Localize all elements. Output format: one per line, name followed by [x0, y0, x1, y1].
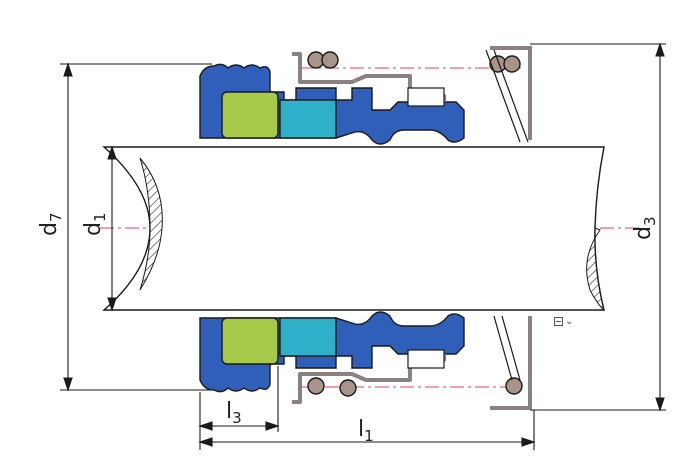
l1-arrow-left	[198, 437, 213, 447]
upper-spring-coil-4	[503, 55, 521, 73]
seal-upper-half	[199, 51, 521, 145]
upper-housing-bracket	[490, 46, 532, 140]
d3-arrow-bottom	[655, 397, 665, 412]
l3-arrow-left	[198, 421, 213, 431]
d3-label: d3	[631, 216, 659, 240]
upper-spring-wire-a	[485, 49, 521, 143]
l1-arrow-right	[521, 437, 536, 447]
l3-arrow-right	[265, 421, 280, 431]
seal-lower-half	[199, 311, 523, 404]
spring-housing	[485, 46, 532, 410]
l1-label: l1	[358, 417, 374, 445]
lower-spring-wire-b	[501, 315, 521, 381]
upper-face-ring	[279, 99, 337, 139]
d7-label: d7	[37, 212, 65, 236]
shaft-body	[102, 146, 605, 311]
upper-drive-pin	[407, 87, 445, 107]
image-options-icon	[554, 316, 563, 326]
d1-label: d1	[81, 212, 109, 236]
l3-label: l3	[226, 399, 242, 427]
dimension-lines	[60, 42, 666, 450]
chevron-down-icon: ⌄	[565, 315, 574, 327]
lower-spring-coil-1	[307, 377, 325, 395]
shaft	[102, 146, 605, 312]
lower-seat-ring	[221, 317, 279, 365]
lower-housing-bracket	[490, 316, 532, 410]
d3-arrow-top	[655, 42, 665, 57]
lower-spring-coil-2	[339, 379, 357, 397]
upper-spring-wire-b	[493, 49, 529, 143]
image-options-button[interactable]: ⌄	[554, 314, 580, 328]
d1-arrow-bottom	[107, 297, 117, 312]
shaft-right-break-hatch	[586, 227, 605, 312]
lower-drive-pin	[407, 349, 445, 369]
d7-arrow-bottom	[63, 377, 73, 392]
d7-arrow-top	[63, 62, 73, 77]
shaft-left-break-hatch	[139, 157, 163, 291]
lower-face-ring	[279, 317, 337, 357]
upper-seat-ring	[221, 91, 279, 139]
lower-spring-wire-a	[493, 315, 513, 381]
upper-spring-coil-2	[321, 51, 339, 69]
lower-spring-coil-3	[505, 377, 523, 395]
d1-arrow-top	[107, 145, 117, 160]
